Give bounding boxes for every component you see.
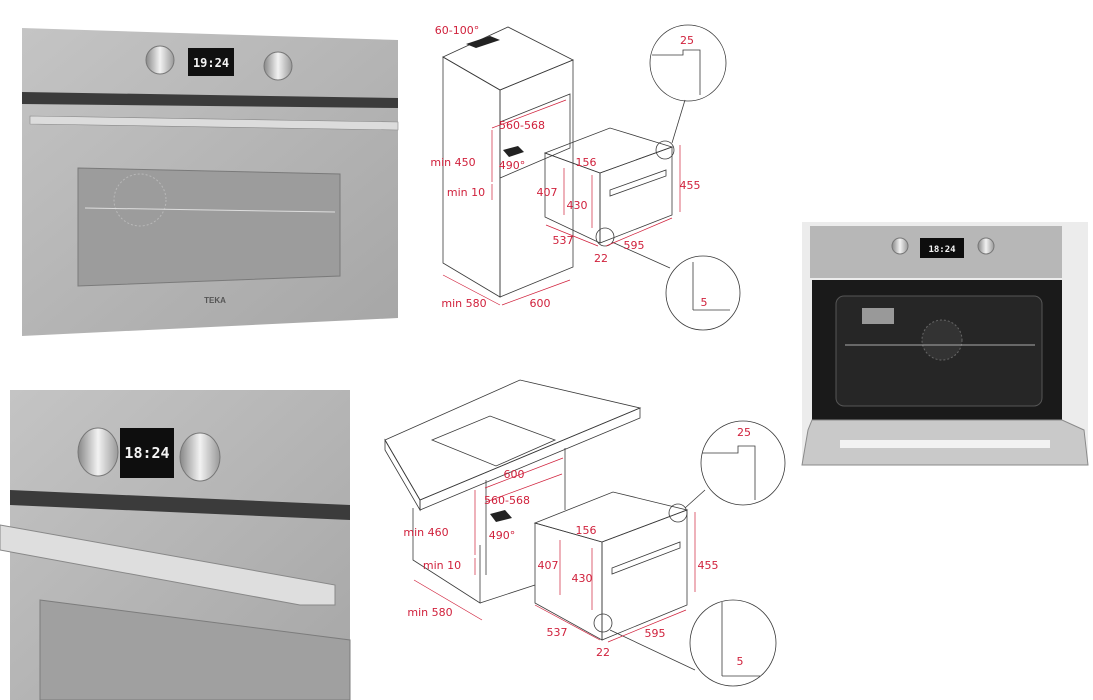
oven-side [534, 522, 603, 641]
fan-icon [113, 173, 167, 227]
dim-oven-width: 595 [645, 627, 666, 640]
oven-side [544, 152, 601, 244]
oven-photo-door-open: 18:24 [801, 222, 1089, 466]
oven-front [599, 146, 673, 244]
door-glass [840, 440, 1050, 448]
detail-circle-bottom [689, 599, 777, 687]
oven-top [533, 491, 689, 543]
dim-min-depth: min 580 [441, 297, 486, 310]
dim-inner-width: 560-568 [484, 494, 530, 507]
dim-depth: 490° [489, 529, 516, 542]
rack [84, 207, 336, 213]
display-time: 18:24 [928, 245, 956, 255]
detail-circle-bottom [665, 255, 741, 331]
display-time: 19:24 [193, 56, 229, 70]
left-knob [77, 427, 119, 477]
dim-front-offset: 22 [596, 646, 610, 659]
left-knob [891, 237, 909, 255]
door-handle [0, 524, 336, 606]
left-knob [145, 45, 175, 75]
installation-diagram-tall-unit: 60-100° 25 560-568 min 450 490° 156 min … [430, 24, 741, 331]
dim-min-gap: min 10 [423, 559, 461, 572]
dim-detail-bottom: 5 [701, 296, 708, 309]
dim-front-height: 430 [572, 572, 593, 585]
detail-circle-top [700, 420, 786, 506]
vent-opening [503, 146, 524, 157]
dim-cabinet-width: 600 [530, 297, 551, 310]
dim-side-height: 407 [538, 559, 559, 572]
right-knob [179, 432, 221, 482]
dim-min-gap: min 10 [447, 186, 485, 199]
dim-oven-width: 595 [624, 239, 645, 252]
dim-depth: 490° [499, 159, 526, 172]
dim-min-height: min 450 [430, 156, 475, 169]
display [120, 428, 174, 478]
oven-photo-front-angled: 19:24 TEKA [22, 28, 399, 336]
vent-slot [10, 490, 350, 520]
door-handle [29, 115, 399, 131]
dim-min-depth: min 580 [407, 606, 452, 619]
dim-side-height: 407 [537, 186, 558, 199]
dim-detail-bottom: 5 [737, 655, 744, 668]
dim-detail-top: 25 [680, 34, 694, 47]
dim-total-height: 455 [680, 179, 701, 192]
oven-front [601, 509, 688, 641]
dim-total-height: 455 [698, 559, 719, 572]
cooktop [430, 415, 557, 467]
right-knob [263, 51, 293, 81]
dim-detail-top: 25 [737, 426, 751, 439]
vent-slot [22, 92, 398, 108]
heating-element [862, 308, 894, 324]
fan-icon [921, 319, 963, 361]
door-window [77, 167, 341, 287]
dim-gap-top: 156 [576, 156, 597, 169]
installation-diagram-under-counter: 600 560-568 min 460 490° 156 min 10 407 … [384, 379, 786, 687]
display [920, 238, 964, 258]
dim-ventilation: 60-100° [435, 24, 479, 37]
detail-circle-top [649, 24, 727, 102]
dim-inner-width: 560-568 [499, 119, 545, 132]
display-time: 18:24 [124, 444, 169, 462]
countertop [384, 379, 642, 501]
dim-min-height: min 460 [403, 526, 448, 539]
door-window [39, 599, 351, 700]
dim-gap-top: 156 [576, 524, 597, 537]
display [188, 48, 234, 76]
brand-logo: TEKA [204, 296, 226, 305]
right-knob [977, 237, 995, 255]
dim-front-height: 430 [567, 199, 588, 212]
dim-oven-depth: 537 [553, 234, 574, 247]
dim-front-offset: 22 [594, 252, 608, 265]
dim-oven-depth: 537 [547, 626, 568, 639]
vent-opening [466, 36, 500, 48]
vent-opening [490, 510, 512, 522]
oven-photo-closeup: 18:24 [0, 390, 351, 700]
dim-cabinet-width: 600 [504, 468, 525, 481]
